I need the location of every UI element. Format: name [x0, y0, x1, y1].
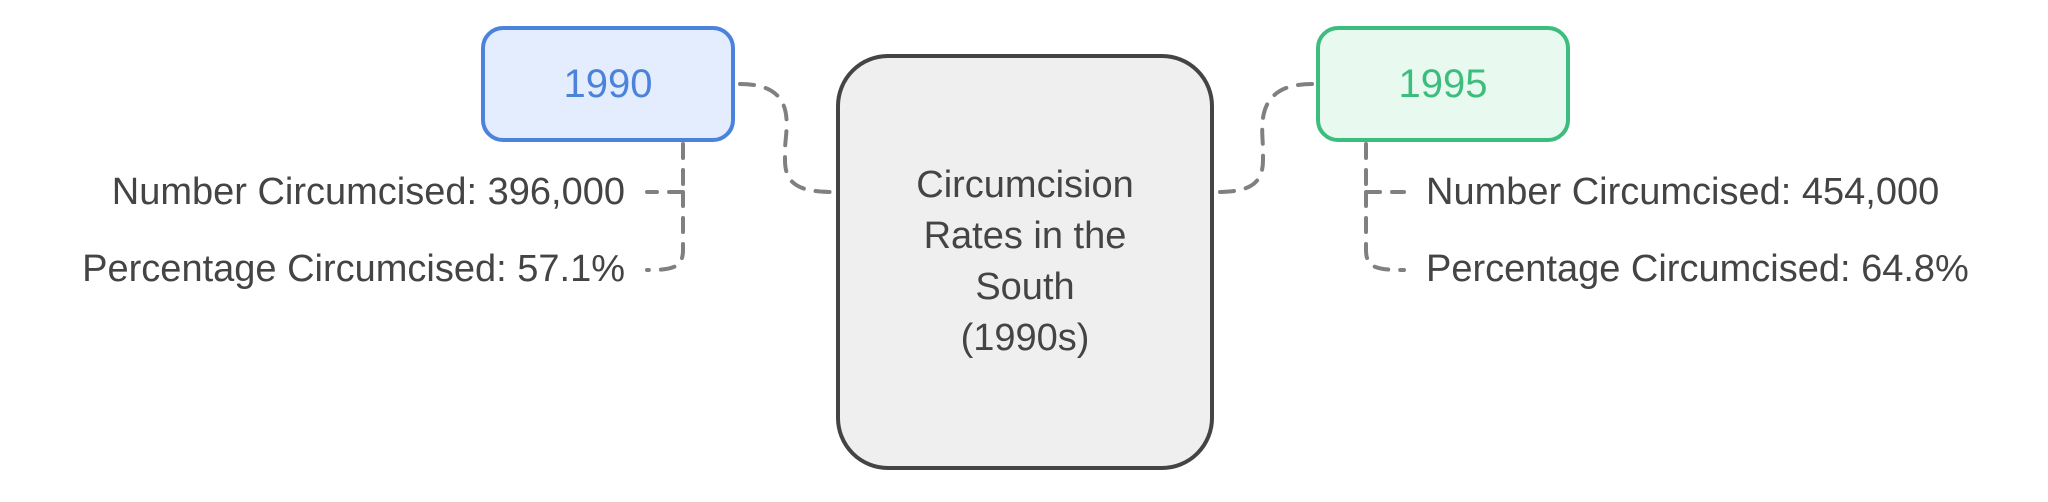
year-1995-label: 1995 — [1398, 61, 1488, 106]
year-1990-node: 1990 — [481, 26, 735, 142]
central-topic: Circumcision Rates in the South (1990s) — [836, 54, 1214, 470]
stat-1995-percentage: Percentage Circumcised: 64.8% — [1426, 248, 1969, 290]
stat-1990-number: Number Circumcised: 396,000 — [111, 171, 625, 213]
year-1995-node: 1995 — [1316, 26, 1570, 142]
connector-1990-to-stats — [645, 142, 685, 272]
connector-1995-to-center — [1214, 82, 1314, 194]
central-topic-label: Circumcision Rates in the South (1990s) — [916, 164, 1134, 359]
year-1990-label: 1990 — [563, 61, 653, 106]
stat-1995-number: Number Circumcised: 454,000 — [1426, 171, 1940, 213]
connector-1990-to-center — [738, 82, 836, 194]
stat-1990-percentage: Percentage Circumcised: 57.1% — [82, 248, 625, 290]
connector-1995-to-stats — [1364, 142, 1406, 272]
